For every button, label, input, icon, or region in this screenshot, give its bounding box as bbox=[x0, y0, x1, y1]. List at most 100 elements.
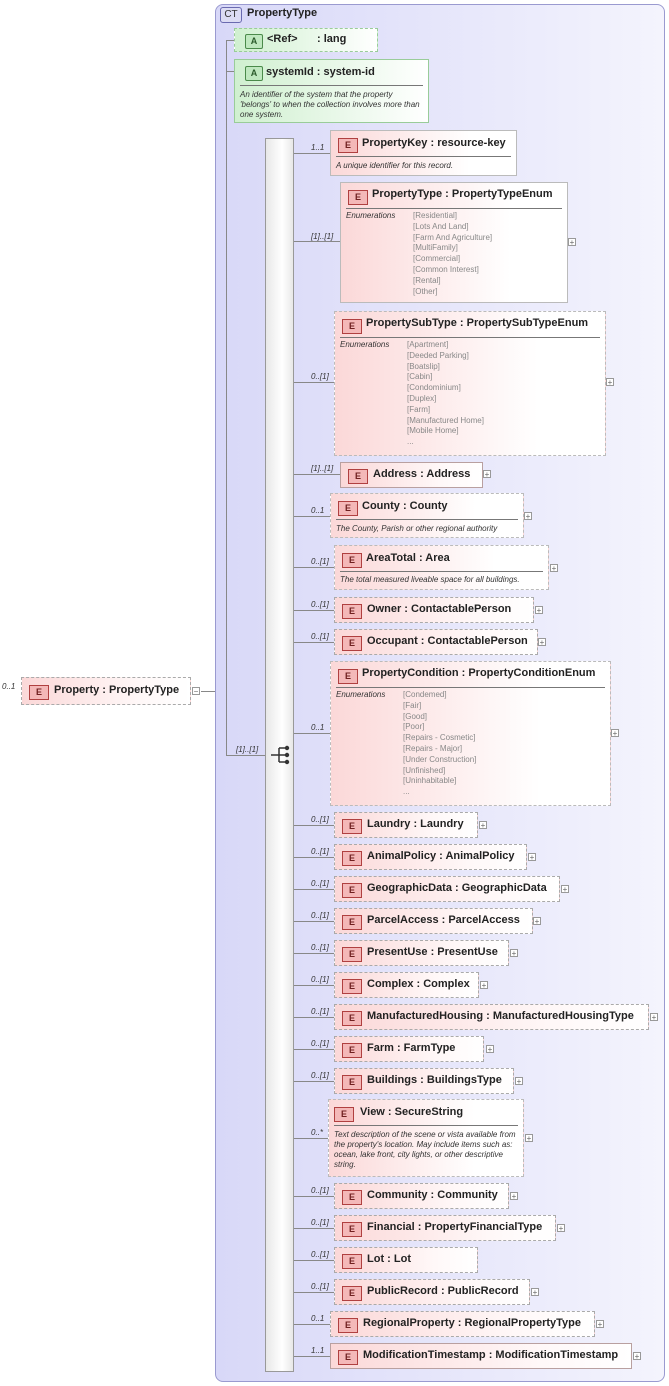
expand-icon[interactable]: + bbox=[479, 821, 487, 830]
expand-icon[interactable]: + bbox=[633, 1352, 641, 1361]
element-badge: E bbox=[342, 915, 362, 930]
expand-icon[interactable]: + bbox=[483, 470, 491, 479]
divider bbox=[336, 519, 518, 520]
collapse-icon[interactable]: − bbox=[192, 687, 200, 696]
connector-line bbox=[294, 1196, 334, 1197]
enum-value: [Fair] bbox=[403, 700, 422, 710]
enum-value: [Residential] bbox=[413, 211, 458, 220]
connector-line bbox=[226, 71, 234, 72]
element-animal-policy[interactable]: E AnimalPolicy : AnimalPolicy bbox=[334, 844, 527, 870]
element-badge: E bbox=[342, 883, 362, 898]
element-public-record[interactable]: E PublicRecord : PublicRecord bbox=[334, 1279, 530, 1305]
multiplicity: 0..1 bbox=[311, 1314, 325, 1323]
expand-icon[interactable]: + bbox=[568, 238, 576, 247]
enum-value: [Deeded Parking] bbox=[407, 350, 469, 360]
element-manufactured-housing[interactable]: E ManufacturedHousing : ManufacturedHous… bbox=[334, 1004, 649, 1030]
expand-icon[interactable]: + bbox=[510, 949, 518, 958]
element-view[interactable]: E View : SecureString Text description o… bbox=[328, 1099, 524, 1177]
element-parcel-access[interactable]: E ParcelAccess : ParcelAccess bbox=[334, 908, 533, 934]
element-present-use[interactable]: E PresentUse : PresentUse bbox=[334, 940, 509, 966]
expand-icon[interactable]: + bbox=[606, 378, 614, 387]
expand-icon[interactable]: + bbox=[535, 606, 543, 615]
attribute-system-id[interactable]: A systemId : system-id An identifier of … bbox=[234, 59, 429, 123]
element-label: Owner : ContactablePerson bbox=[367, 603, 512, 615]
element-badge: E bbox=[342, 553, 362, 568]
connector-line bbox=[201, 691, 227, 692]
complex-type-badge: CT bbox=[220, 7, 242, 23]
expand-icon[interactable]: + bbox=[561, 885, 569, 894]
divider bbox=[334, 1125, 518, 1126]
element-badge: E bbox=[342, 1254, 362, 1269]
expand-icon[interactable]: + bbox=[596, 1320, 604, 1329]
element-label: ModificationTimestamp : ModificationTime… bbox=[363, 1349, 619, 1361]
enum-value: ... bbox=[403, 787, 410, 797]
element-badge: E bbox=[338, 669, 358, 684]
element-geographic-data[interactable]: E GeographicData : GeographicData bbox=[334, 876, 560, 902]
expand-icon[interactable]: + bbox=[557, 1224, 565, 1233]
element-area-total[interactable]: E AreaTotal : Area The total measured li… bbox=[334, 545, 549, 590]
expand-icon[interactable]: + bbox=[528, 853, 536, 862]
attribute-name: <Ref> bbox=[267, 33, 298, 45]
element-property-key[interactable]: E PropertyKey : resource-key A unique id… bbox=[330, 130, 517, 176]
expand-icon[interactable]: + bbox=[538, 638, 546, 647]
expand-icon[interactable]: + bbox=[515, 1077, 523, 1086]
element-property-sub-type[interactable]: E PropertySubType : PropertySubTypeEnum … bbox=[334, 311, 606, 456]
multiplicity: 0..[1] bbox=[311, 1282, 329, 1291]
element-laundry[interactable]: E Laundry : Laundry bbox=[334, 812, 478, 838]
attribute-badge: A bbox=[245, 34, 263, 49]
expand-icon[interactable]: + bbox=[480, 981, 488, 990]
expand-icon[interactable]: + bbox=[525, 1134, 533, 1143]
expand-icon[interactable]: + bbox=[531, 1288, 539, 1297]
connector-line bbox=[294, 1228, 334, 1229]
element-badge: E bbox=[342, 1190, 362, 1205]
element-buildings[interactable]: E Buildings : BuildingsType bbox=[334, 1068, 514, 1094]
enum-value: [Poor] bbox=[403, 722, 425, 732]
root-element-property[interactable]: E Property : PropertyType bbox=[21, 677, 191, 705]
expand-icon[interactable]: + bbox=[611, 729, 619, 738]
element-badge: E bbox=[342, 851, 362, 866]
element-badge: E bbox=[338, 1318, 358, 1333]
connector-line bbox=[294, 610, 334, 611]
element-badge: E bbox=[342, 947, 362, 962]
enumeration-list: [Residential] [Lots And Land] [Farm And … bbox=[413, 211, 492, 297]
element-property-condition[interactable]: E PropertyCondition : PropertyConditionE… bbox=[330, 661, 611, 806]
element-badge: E bbox=[342, 1075, 362, 1090]
element-county[interactable]: E County : County The County, Parish or … bbox=[330, 493, 524, 538]
element-badge: E bbox=[348, 190, 368, 205]
connector-line bbox=[294, 567, 334, 568]
element-complex[interactable]: E Complex : Complex bbox=[334, 972, 479, 998]
enum-value: [MultiFamily] bbox=[413, 243, 458, 253]
expand-icon[interactable]: + bbox=[650, 1013, 658, 1022]
complex-type-title: PropertyType bbox=[247, 7, 318, 19]
sequence-multiplicity: [1]..[1] bbox=[236, 745, 259, 754]
element-label: PropertyKey : resource-key bbox=[362, 137, 506, 149]
element-occupant[interactable]: E Occupant : ContactablePerson bbox=[334, 629, 538, 655]
expand-icon[interactable]: + bbox=[510, 1192, 518, 1201]
multiplicity: 0..[1] bbox=[311, 1218, 329, 1227]
element-farm[interactable]: E Farm : FarmType bbox=[334, 1036, 484, 1062]
divider bbox=[346, 208, 562, 209]
expand-icon[interactable]: + bbox=[533, 917, 541, 926]
element-description: Text description of the scene or vista a… bbox=[334, 1130, 516, 1169]
connector-line bbox=[294, 889, 334, 890]
multiplicity: 0..[1] bbox=[311, 943, 329, 952]
enum-value: [Good] bbox=[403, 711, 428, 721]
element-address[interactable]: E Address : Address bbox=[340, 462, 483, 488]
element-modification-timestamp[interactable]: E ModificationTimestamp : ModificationTi… bbox=[330, 1343, 632, 1369]
sequence-icon[interactable] bbox=[270, 745, 292, 765]
expand-icon[interactable]: + bbox=[524, 512, 532, 521]
element-lot[interactable]: E Lot : Lot bbox=[334, 1247, 478, 1273]
expand-icon[interactable]: + bbox=[486, 1045, 494, 1054]
element-financial[interactable]: E Financial : PropertyFinancialType bbox=[334, 1215, 556, 1241]
expand-icon[interactable]: + bbox=[550, 564, 558, 573]
attribute-ref-lang[interactable]: A <Ref> : lang bbox=[234, 28, 378, 52]
element-property-type[interactable]: E PropertyType : PropertyTypeEnum Enumer… bbox=[340, 182, 568, 303]
enum-value: [Farm] bbox=[407, 404, 431, 414]
element-regional-property[interactable]: E RegionalProperty : RegionalPropertyTyp… bbox=[330, 1311, 595, 1337]
enum-value: [Commercial] bbox=[413, 254, 461, 264]
element-community[interactable]: E Community : Community bbox=[334, 1183, 509, 1209]
element-label: AreaTotal : Area bbox=[366, 552, 450, 564]
enumerations-heading: Enumerations bbox=[336, 690, 386, 699]
element-owner[interactable]: E Owner : ContactablePerson bbox=[334, 597, 534, 623]
enum-value: [Boatslip] bbox=[407, 361, 440, 371]
